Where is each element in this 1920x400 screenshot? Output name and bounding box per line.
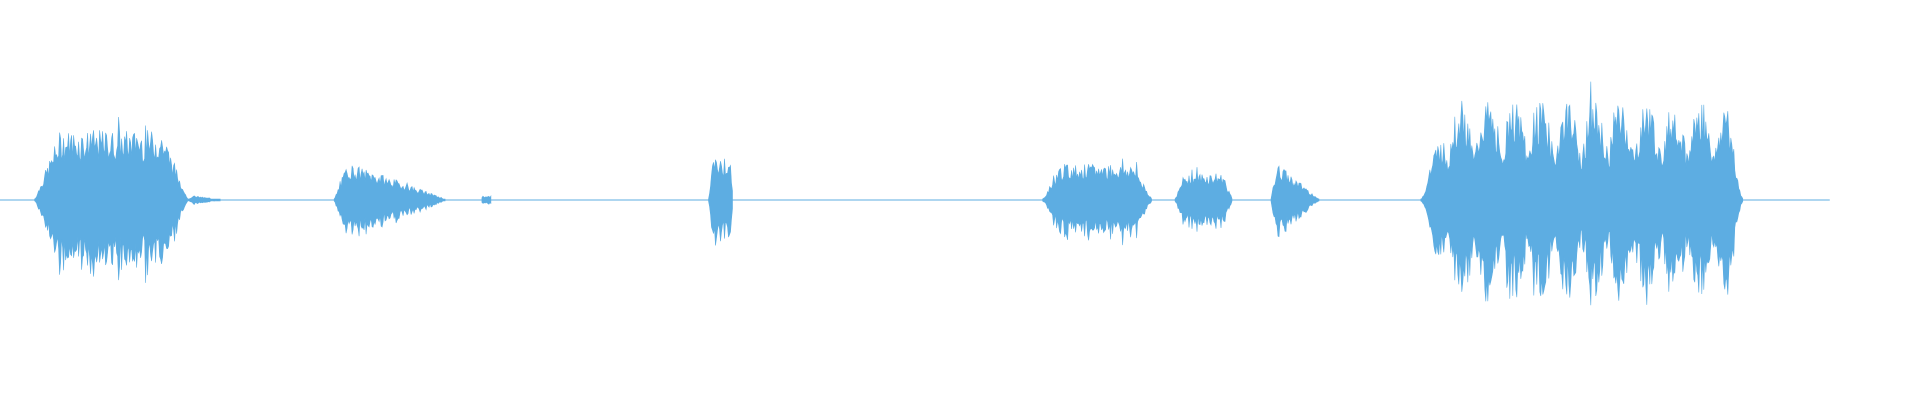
waveform-segment-clip-4 [1042,158,1152,246]
waveform-segment-clip-7 [1420,81,1744,306]
waveform-segment-clip-5 [1174,167,1233,232]
waveform-segment-clip-1-tail [187,195,221,205]
waveform-segment-clip-3 [708,158,733,246]
waveform-segment-clip-1 [34,116,188,283]
waveform-segment-clip-2 [333,165,446,237]
waveform-segment-clip-6 [1270,165,1320,238]
waveform-segment-clip-2-blip [481,194,492,205]
